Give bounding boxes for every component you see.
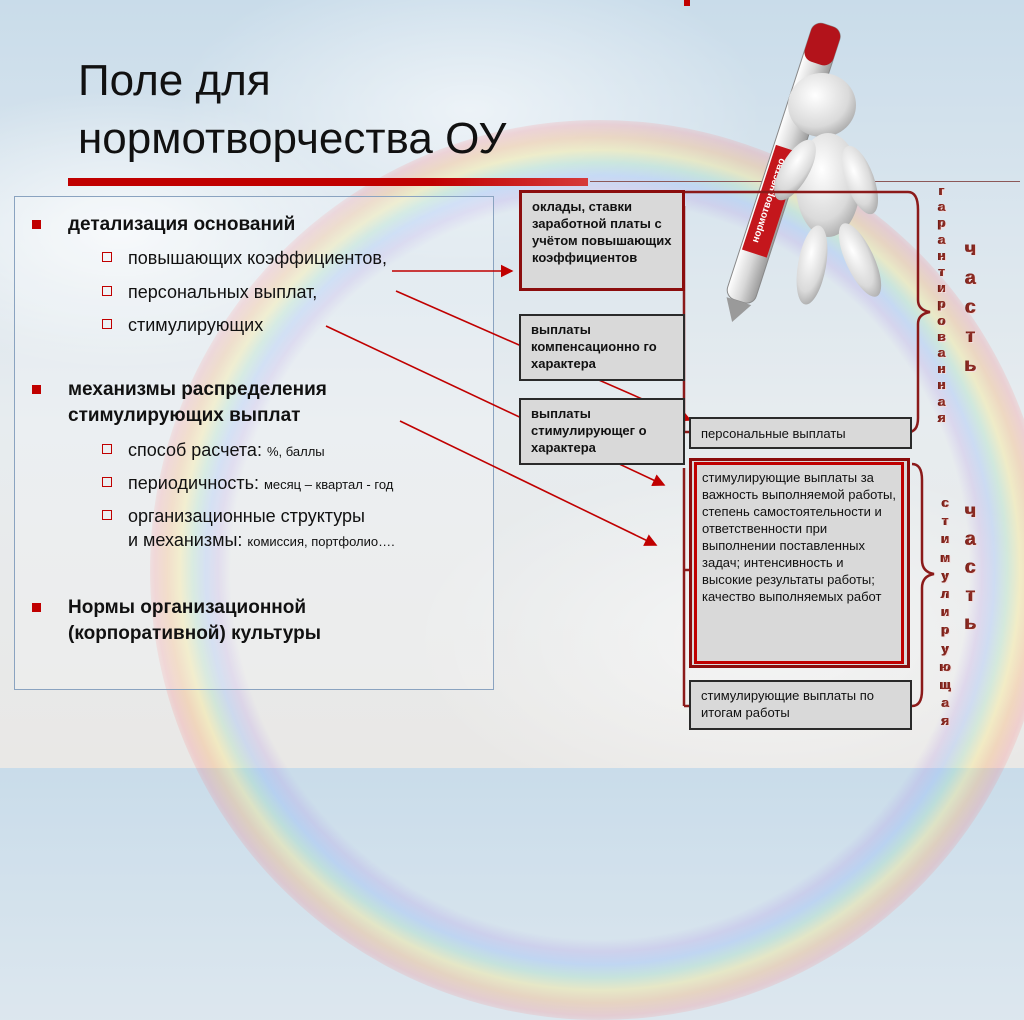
section3-label-line2: (корпоративной) культуры [68, 623, 321, 644]
box-compensation: выплаты компенсационно го характера [519, 314, 685, 381]
hollow-square-bullet-icon [102, 319, 112, 329]
vertical-letter: и [941, 531, 950, 547]
vertical-letter: ч [965, 239, 977, 260]
subitem-text: персональных выплат, [128, 282, 318, 302]
vertical-letter: а [941, 695, 950, 711]
section2-label-line1: механизмы распределения [68, 379, 327, 400]
vertical-letter: и [938, 280, 946, 296]
vertical-letter: а [938, 393, 946, 409]
square-bullet-icon [32, 385, 41, 394]
figure-with-pen-illustration: нормотворчество [726, 22, 882, 323]
hollow-square-bullet-icon [102, 252, 112, 262]
vertical-letter: с [965, 557, 977, 578]
vertical-letter: м [940, 549, 951, 565]
vertical-letter: т [966, 326, 976, 347]
vertical-letter: т [966, 585, 976, 606]
hollow-square-bullet-icon [102, 510, 112, 520]
vertical-letter: н [938, 377, 946, 393]
figure-leg-right [838, 223, 882, 297]
vertical-letter: ч [965, 501, 977, 522]
vertical-letter: ь [965, 355, 977, 376]
vertical-letter: и [941, 604, 950, 620]
box-personal-payments: персональные выплаты [689, 417, 912, 449]
vertical-letter: ь [965, 613, 977, 634]
vertical-letter: а [965, 268, 977, 289]
slide-title-line2: нормотворчества ОУ [78, 114, 507, 163]
subitem-text-line2: и механизмы: [128, 530, 248, 550]
list-subitem-periodicity: периодичность: месяц – квартал - год [102, 471, 394, 497]
section3-label-line1: Нормы организационной [68, 597, 307, 618]
list-subitem-personal: персональных выплат, [102, 280, 318, 304]
vertical-letter: р [938, 296, 946, 312]
list-subitem-calc-method: способ расчета: %, баллы [102, 438, 325, 464]
hollow-square-bullet-icon [102, 286, 112, 296]
bracket-stimulating [911, 462, 935, 708]
list-subitem-org-structures: организационные структуры и механизмы: к… [102, 504, 395, 554]
hollow-square-bullet-icon [102, 444, 112, 454]
box-stimulating-importance: стимулирующие выплаты за важность выполн… [689, 458, 910, 668]
vertical-letter: н [938, 247, 946, 263]
slide-title-line1: Поле для [78, 56, 271, 105]
vertical-letter: р [938, 215, 946, 231]
box-stimulating: выплаты стимулирующег о характера [519, 398, 685, 465]
vertical-letter: р [941, 622, 950, 638]
subitem-text: способ расчета: [128, 440, 267, 460]
vertical-letter: ю [940, 658, 952, 674]
subitem-text: периодичность: [128, 473, 264, 493]
box-stimulating-results: стимулирующие выплаты по итогам работы [689, 680, 912, 730]
figure-head [788, 73, 856, 137]
vertical-letter: л [941, 586, 950, 602]
vertical-letter: т [942, 513, 949, 529]
vertical-letter: а [938, 199, 946, 215]
vertical-letter: я [941, 713, 950, 729]
list-subitem-coefficients: повышающих коэффициентов, [102, 246, 387, 270]
square-bullet-icon [32, 603, 41, 612]
list-item-corporate-norms: Нормы организационной (корпоративной) ку… [32, 595, 321, 647]
vertical-letter: т [938, 264, 946, 280]
list-item-details: детализация оснований [32, 212, 296, 238]
vertical-letter: я [938, 409, 946, 425]
vertical-letter: у [941, 567, 950, 583]
section2-label-line2: стимулирующих выплат [68, 405, 301, 426]
top-accent-mark [684, 0, 690, 6]
vertical-letter: о [938, 312, 946, 328]
slide-title: Поле для нормотворчества ОУ [78, 52, 638, 168]
vertical-letter: в [938, 328, 946, 344]
section1-label: детализация оснований [68, 214, 296, 235]
vertical-letter: с [941, 495, 950, 510]
subitem-detail: %, баллы [266, 444, 325, 459]
square-bullet-icon [32, 220, 41, 229]
figure-arm-left [774, 139, 816, 201]
vertical-letter: н [938, 361, 946, 377]
subitem-text: повышающих коэффициентов, [128, 248, 387, 268]
vertical-letter: а [938, 345, 946, 361]
list-subitem-stimulating: стимулирующих [102, 313, 264, 337]
title-underline-bar [68, 178, 588, 186]
vertical-letter: а [965, 529, 977, 550]
vertical-letter: а [938, 231, 946, 247]
vertical-letter: г [939, 183, 945, 198]
subitem-detail: комиссия, портфолио…. [247, 534, 395, 549]
subitem-text: организационные структуры [128, 506, 365, 526]
subitem-detail: месяц – квартал - год [263, 477, 394, 492]
list-item-mechanisms: механизмы распределения стимулирующих вы… [32, 377, 327, 429]
subitem-text: стимулирующих [128, 315, 264, 335]
vertical-letter: с [965, 297, 977, 318]
vertical-letter: у [941, 640, 950, 656]
vertical-letter: щ [940, 677, 952, 693]
box-salary: оклады, ставки заработной платы с учётом… [519, 190, 685, 291]
hollow-square-bullet-icon [102, 477, 112, 487]
